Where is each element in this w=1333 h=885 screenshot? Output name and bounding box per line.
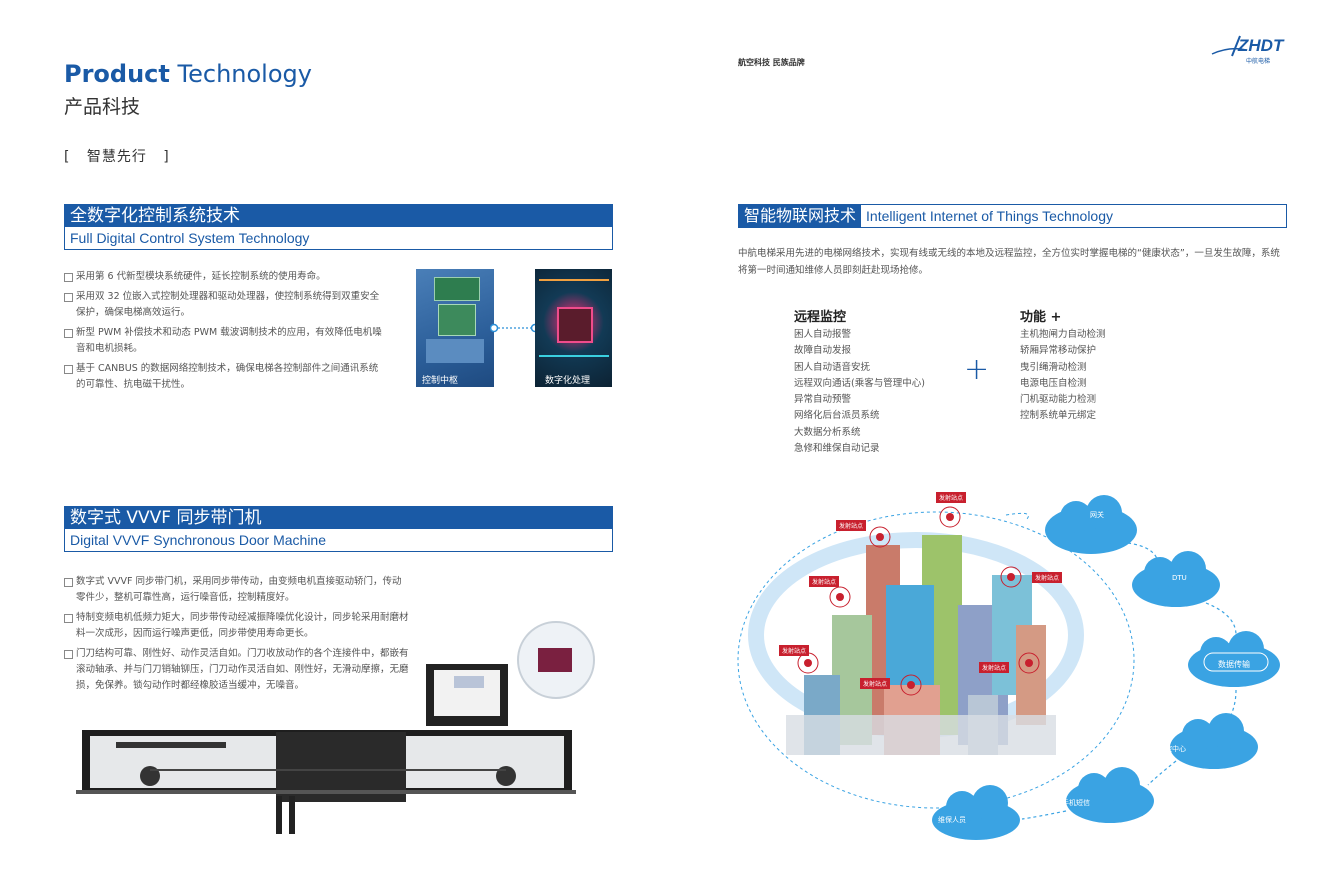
flow-arrows — [1021, 542, 1237, 820]
list-item: 数字式 VVVF 同步带门机，采用同步带传动，由变频电机直接驱动轿门，传动零件少… — [64, 574, 410, 606]
city-buildings — [786, 535, 1056, 755]
plus-sign: + — [964, 352, 990, 387]
caption-digital: 数字化处理 — [545, 376, 591, 386]
function-title: 功能 + — [1020, 310, 1062, 325]
list-item: 门刀结构可靠、刚性好、动作灵活自如。门刀收放动作的各个连接件中，都嵌有滚动轴承、… — [64, 646, 410, 694]
list-item: 曳引绳滑动检测 — [1020, 361, 1087, 373]
list-item: 故障自动发报 — [794, 345, 852, 357]
list-item: 基于 CANBUS 的数据网络控制技术，确保电梯各控制部件之间通讯系统的可靠性、… — [64, 361, 384, 393]
section-iot-title-cn: 智能物联网技术 — [739, 205, 862, 227]
list-item: 网络化后台派员系统 — [794, 410, 880, 422]
tag-broadcast: 发射站点 — [779, 645, 810, 656]
section-door-header: 数字式 VVVF 同步带门机 Digital VVVF Synchronous … — [64, 506, 613, 552]
page-title-cn: 产品科技 — [64, 96, 141, 118]
list-item: 新型 PWM 补偿技术和动态 PWM 载波调制技术的应用，有效降低电机噪音和电机… — [64, 325, 384, 357]
door-machine-image — [76, 621, 595, 834]
list-item: 采用双 32 位嵌入式控制处理器和驱动处理器，使控制系统得到双重安全保护，确保电… — [64, 289, 384, 321]
slogan: [ 智慧先行 ] — [64, 149, 170, 165]
broadcast-points — [797, 506, 1040, 696]
function-column: 功能 + 主机抱闸力自动检测 轿厢异常移动保护 曳引绳滑动检测 电源电压自检测 … — [1020, 306, 1106, 425]
title-rest: Technology — [177, 60, 312, 88]
list-item: 急修和维保自动记录 — [794, 443, 880, 455]
section-digital-list: 采用第 6 代新型模块系统硬件，延长控制系统的使用寿命。 采用双 32 位嵌入式… — [64, 269, 384, 397]
cloud-sms — [1066, 767, 1154, 823]
list-item: 大数据分析系统 — [794, 426, 861, 438]
list-item: 特制变频电机低频力矩大，同步带传动经减振降噪优化设计，同步轮采用耐磨材料一次成形… — [64, 610, 410, 642]
section-door-title-en: Digital VVVF Synchronous Door Machine — [70, 532, 327, 548]
cloud-label-monitor: 监控中心 — [1158, 745, 1186, 753]
tag-broadcast: 发射站点 — [979, 662, 1010, 673]
cloud-data — [1188, 631, 1280, 687]
section-iot-intro: 中航电梯采用先进的电梯网络技术，实现有线或无线的本地及远程监控，全方位实时掌握电… — [738, 248, 1280, 276]
brand-logo: ZHDT 中航电梯 — [1210, 34, 1284, 70]
section-door-title-cn: 数字式 VVVF 同步带门机 — [65, 507, 612, 529]
iot-city-illustration — [737, 495, 1280, 840]
caption-control: 控制中枢 — [422, 376, 459, 386]
list-item: 主机抱闸力自动检测 — [1020, 329, 1106, 340]
list-item: 电源电压自检测 — [1020, 377, 1087, 389]
cloud-dtu — [1132, 551, 1220, 607]
section-iot-header: 智能物联网技术 Intelligent Internet of Things T… — [738, 204, 1287, 228]
remote-title: 远程监控 — [794, 310, 847, 325]
list-item: 困人自动语音安抚 — [794, 361, 871, 373]
tag-broadcast: 发射站点 — [836, 520, 867, 531]
cloud-monitor — [1170, 713, 1258, 769]
list-item: 异常自动预警 — [794, 394, 852, 406]
control-cabinet-image: 控制中枢 — [416, 269, 494, 387]
section-door-list: 数字式 VVVF 同步带门机，采用同步带传动，由变频电机直接驱动轿门，传动零件少… — [64, 574, 410, 698]
list-item: 控制系统单元绑定 — [1020, 410, 1097, 422]
section-digital-title-cn: 全数字化控制系统技术 — [65, 205, 612, 227]
slogan-text: 智慧先行 — [86, 149, 147, 165]
section-iot-title-en: Intelligent Internet of Things Technolog… — [866, 208, 1113, 224]
connector-line — [490, 323, 540, 333]
chip-image: 数字化处理 — [535, 269, 612, 387]
logo-swoosh-icon — [1211, 35, 1247, 57]
cloud-label-sms: 手机短信 — [1062, 799, 1090, 807]
cloud-gateway — [1045, 495, 1137, 554]
page-title: Product Technology — [64, 60, 312, 88]
cloud-label-maintenance: 维保人员 — [938, 816, 966, 824]
remote-monitor-column: 远程监控 困人自动报警 故障自动发报 困人自动语音安抚 远程双向通话(乘客与管理… — [794, 306, 925, 457]
section-digital-header: 全数字化控制系统技术 Full Digital Control System T… — [64, 204, 613, 250]
tag-broadcast: 发射站点 — [936, 492, 967, 503]
cloud-maintenance — [932, 785, 1020, 840]
tag-broadcast: 发射站点 — [1032, 572, 1063, 583]
cloud-label-gateway: 网关 — [1090, 511, 1104, 519]
list-item: 采用第 6 代新型模块系统硬件，延长控制系统的使用寿命。 — [64, 269, 384, 285]
brand-tagline: 航空科技 民族品牌 — [738, 58, 805, 67]
section-digital-title-en: Full Digital Control System Technology — [70, 230, 310, 246]
list-item: 远程双向通话(乘客与管理中心) — [794, 377, 925, 389]
cloud-label-dtu: DTU — [1172, 574, 1187, 582]
list-item: 困人自动报警 — [794, 329, 852, 340]
title-bold: Product — [64, 60, 170, 88]
list-item: 门机驱动能力检测 — [1020, 394, 1097, 406]
tag-broadcast: 发射站点 — [809, 576, 840, 587]
logo-cn: 中航电梯 — [1246, 58, 1271, 65]
tag-broadcast: 发射站点 — [860, 678, 891, 689]
list-item: 轿厢异常移动保护 — [1020, 345, 1097, 357]
logo-text: ZHDT — [1238, 36, 1284, 55]
cloud-label-data: 数据传输 — [1218, 660, 1250, 669]
